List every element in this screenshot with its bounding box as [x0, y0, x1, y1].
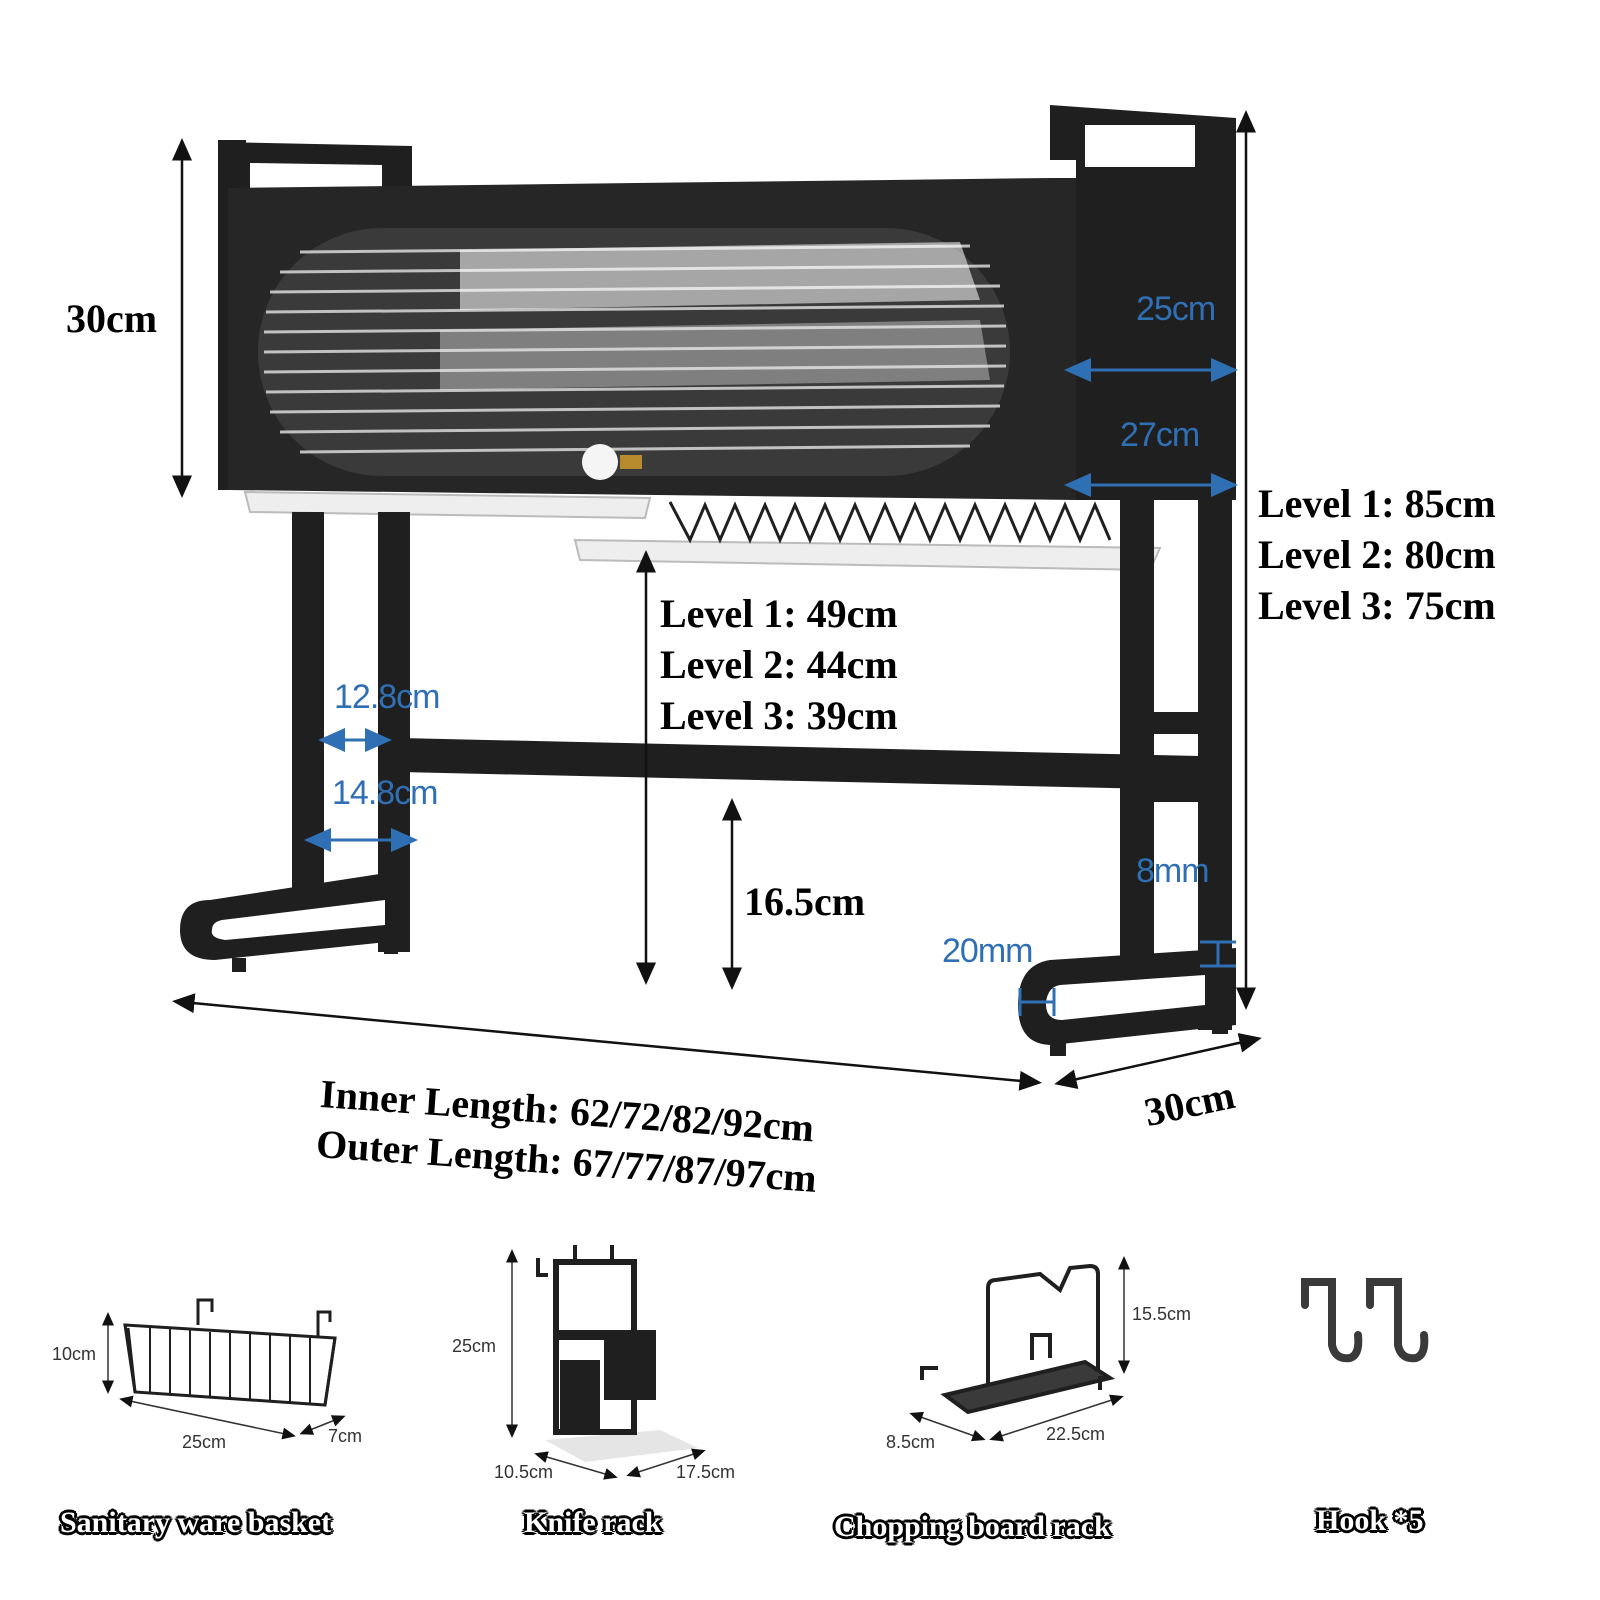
- tube-20mm-label: 20mm: [942, 932, 1033, 970]
- clearance-level-3: Level 3: 39cm: [660, 693, 898, 738]
- basket-length: 25cm: [182, 1432, 227, 1452]
- right-end-frame: [1050, 105, 1236, 500]
- total-height-level-2: Level 2: 80cm: [1258, 532, 1496, 577]
- hooks-illustration: [1301, 1278, 1429, 1363]
- leg-outer-label: 14.8cm: [332, 774, 438, 812]
- sanitary-basket-illustration: [102, 1298, 346, 1440]
- dish-rack-wires: [668, 501, 1112, 544]
- total-height-levels: Level 1: 85cm Level 2: 80cm Level 3: 75c…: [1258, 478, 1496, 631]
- caption-chopping-board-rack: Chopping board rack: [834, 1510, 1111, 1543]
- caption-hook: Hook *5: [1316, 1504, 1424, 1537]
- knife-rack-height: 25cm: [452, 1336, 497, 1356]
- outer-width-label: 27cm: [1120, 416, 1200, 454]
- chopping-board-rack-illustration: [909, 1256, 1130, 1442]
- board-rack-depth: 8.5cm: [886, 1432, 936, 1452]
- tube-8mm-label: 8mm: [1136, 852, 1210, 890]
- blue-dimension-arrows: [304, 358, 1238, 1016]
- caption-knife-rack: Knife rack: [524, 1506, 662, 1539]
- board-rack-length: 22.5cm: [1046, 1424, 1106, 1444]
- basket-height: 10cm: [52, 1344, 97, 1364]
- knife-rack-illustration: [506, 1245, 706, 1480]
- basket-depth: 7cm: [328, 1426, 363, 1446]
- drip-trays: [243, 490, 1162, 572]
- bar-height-label: 16.5cm: [744, 879, 866, 924]
- height-label: 30cm: [66, 296, 158, 341]
- knife-rack-width: 10.5cm: [494, 1462, 554, 1482]
- leg-inner-label: 12.8cm: [334, 678, 440, 716]
- caption-sanitary-basket: Sanitary ware basket: [60, 1506, 332, 1539]
- clearance-level-2: Level 2: 44cm: [660, 642, 898, 687]
- knife-rack-length: 17.5cm: [676, 1462, 736, 1482]
- dimension-arrows: [172, 110, 1262, 1091]
- total-height-level-3: Level 3: 75cm: [1258, 583, 1496, 628]
- clearance-levels: Level 1: 49cm Level 2: 44cm Level 3: 39c…: [660, 588, 898, 741]
- total-height-level-1: Level 1: 85cm: [1258, 481, 1496, 526]
- clearance-level-1: Level 1: 49cm: [660, 591, 898, 636]
- cabinet-body: [228, 178, 1076, 500]
- board-rack-height: 15.5cm: [1132, 1304, 1192, 1324]
- inner-width-label: 25cm: [1136, 290, 1216, 328]
